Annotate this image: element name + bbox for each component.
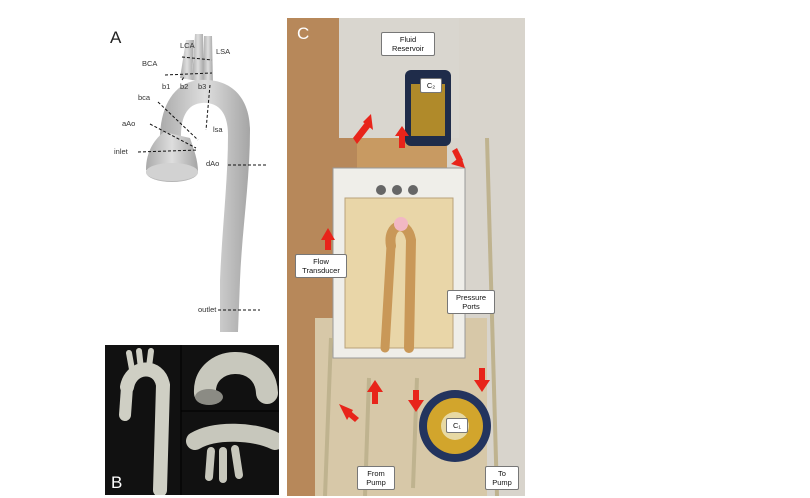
callout-c1: C₁	[446, 418, 468, 433]
panel-letter-a: A	[110, 28, 122, 47]
aorta-model-render	[137, 34, 268, 332]
callout-from-pump-line1: From	[367, 469, 385, 478]
label-outlet: outlet	[198, 305, 217, 314]
callout-to-pump-line1: To	[498, 469, 506, 478]
callout-flow-transducer-line1: Flow	[313, 257, 329, 266]
callout-from-pump-line2: Pump	[366, 478, 386, 487]
callout-pressure-ports-line2: Ports	[462, 302, 480, 311]
label-b3: b3	[198, 82, 207, 91]
label-b2: b2	[180, 82, 189, 91]
panel-a: A LCA LSA BCA b1 b2 b3 bca aAo lsa inlet…	[100, 20, 280, 340]
callout-flow-transducer: Flow Transducer	[295, 254, 347, 278]
callout-from-pump: From Pump	[357, 466, 395, 490]
callout-fluid-reservoir-line2: Reservoir	[391, 44, 425, 53]
label-bca-upper: BCA	[142, 59, 158, 68]
label-lca: LCA	[180, 41, 195, 50]
label-inlet: inlet	[114, 147, 128, 156]
callout-fluid-reservoir: Fluid Reservoir	[381, 32, 435, 56]
panel-b-photo: B	[105, 345, 279, 495]
panel-c-photo: C Fluid Reservoir C₂ Flow Transducer Pre…	[287, 18, 525, 496]
label-lsa-lower: lsa	[213, 125, 223, 134]
label-dao: dAo	[206, 159, 220, 168]
label-lsa-upper: LSA	[216, 47, 231, 56]
callout-to-pump: To Pump	[485, 466, 519, 490]
callout-fluid-reservoir-line1: Fluid	[399, 35, 417, 44]
label-b1: b1	[162, 82, 171, 91]
callout-pressure-ports: Pressure Ports	[447, 290, 495, 314]
label-aao: aAo	[122, 119, 136, 128]
callout-to-pump-line2: Pump	[492, 478, 512, 487]
label-bca-lower: bca	[138, 93, 151, 102]
callout-pressure-ports-line1: Pressure	[455, 293, 486, 302]
callout-flow-transducer-line2: Transducer	[302, 266, 340, 275]
panel-letter-c: C	[297, 24, 310, 43]
panel-letter-b: B	[111, 473, 123, 492]
callout-c2: C₂	[420, 78, 442, 93]
